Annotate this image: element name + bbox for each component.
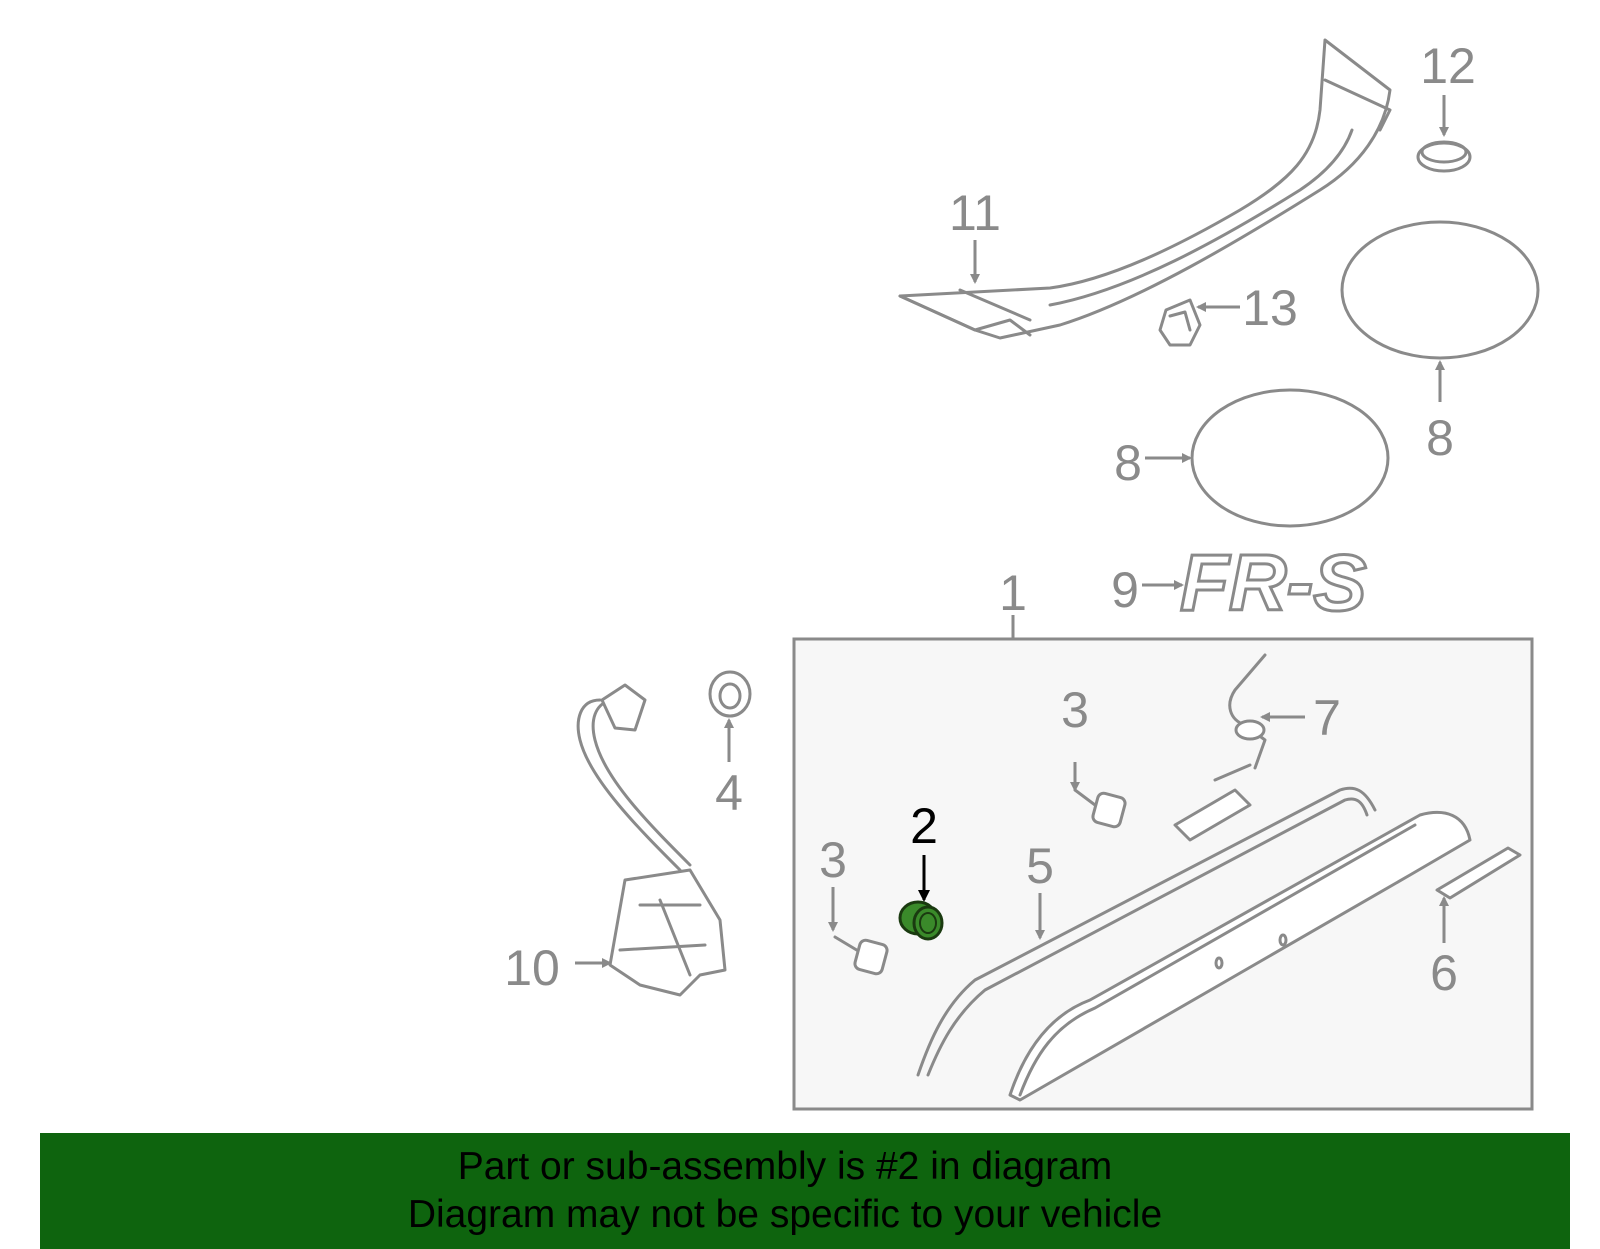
bolt-part-3-upper — [1073, 788, 1127, 829]
callout-11: 11 — [949, 185, 1001, 241]
strip-part-6 — [1435, 846, 1522, 900]
callout-9: 9 — [1111, 562, 1139, 618]
callout-10: 10 — [504, 940, 560, 996]
info-banner: Part or sub-assembly is #2 in diagram Di… — [40, 1133, 1570, 1249]
callout-8-left: 8 — [1114, 435, 1142, 491]
seal-part-8-lower — [1190, 388, 1390, 528]
callout-7: 7 — [1313, 690, 1341, 746]
spoiler-part-11 — [898, 38, 1392, 340]
garnish-panel — [1008, 810, 1472, 1102]
assembly-box-part-1 — [792, 637, 1534, 1111]
harness-part-7 — [1173, 653, 1267, 842]
clip-part-13 — [1158, 298, 1202, 347]
banner-line-1: Part or sub-assembly is #2 in diagram — [457, 1145, 1113, 1188]
seal-part-8-upper — [1340, 220, 1540, 360]
callout-12: 12 — [1420, 38, 1476, 94]
callout-8-right: 8 — [1426, 410, 1454, 466]
housing-part-10 — [576, 683, 727, 997]
callout-1: 1 — [999, 565, 1027, 621]
callout-3-lower: 3 — [819, 832, 847, 888]
clip-part-2-highlighted — [898, 900, 944, 941]
banner-line-2: Diagram may not be specific to your vehi… — [407, 1193, 1163, 1236]
callout-2: 2 — [910, 798, 938, 854]
callout-6: 6 — [1430, 945, 1458, 1001]
grommet-part-12 — [1416, 140, 1472, 173]
molding-part-5 — [916, 786, 1377, 1077]
nut-part-4 — [708, 670, 752, 718]
callout-3-upper: 3 — [1061, 682, 1089, 738]
bolt-part-3-lower — [833, 935, 889, 976]
emblem-part-9: FR-S — [1180, 538, 1367, 627]
callout-4: 4 — [715, 765, 743, 821]
callout-5: 5 — [1026, 838, 1054, 894]
callout-13: 13 — [1242, 280, 1298, 336]
